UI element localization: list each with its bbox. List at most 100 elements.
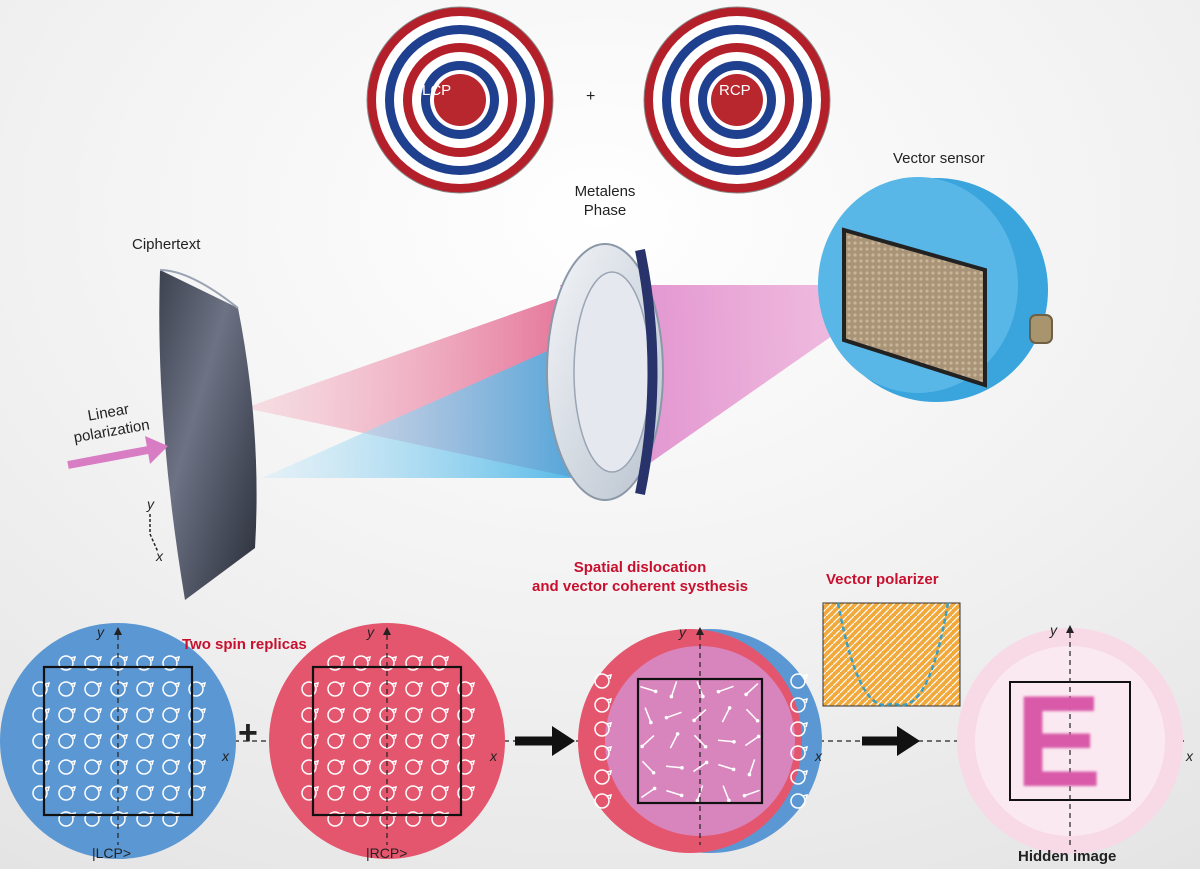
spin-glyph-arrow — [606, 769, 613, 776]
linear-glyph — [718, 763, 734, 771]
linear-glyph — [670, 681, 678, 697]
spin-glyph — [353, 811, 369, 827]
spin-glyph — [431, 759, 447, 775]
lcp-caption: |LCP> — [92, 845, 132, 861]
linear-glyph-tip — [695, 798, 700, 803]
rcp-caption: |RCP> — [366, 845, 408, 861]
spin-glyph-arrow — [148, 707, 155, 714]
metalens-label-line1: Metalens — [574, 183, 636, 200]
spin-glyph — [32, 759, 48, 775]
linear-glyph-tip — [680, 765, 684, 770]
spin-glyph-arrow — [606, 793, 613, 800]
linear-glyph — [666, 789, 682, 797]
spin-glyph — [353, 733, 369, 749]
spin-glyph — [431, 785, 447, 801]
spin-glyph — [58, 759, 74, 775]
rcp-axis-x: x — [490, 748, 497, 764]
linear-polarization-arrow — [67, 446, 149, 469]
spin-glyph — [790, 745, 806, 761]
spin-glyph-arrow — [443, 785, 450, 792]
spin-glyph-arrow — [44, 785, 51, 792]
spin-glyph — [58, 681, 74, 697]
spin-glyph — [431, 811, 447, 827]
linear-glyph-tip — [756, 734, 761, 739]
spin-glyph-arrow — [70, 785, 77, 792]
spin-glyph-arrow — [96, 733, 103, 740]
spin-glyph-arrow — [96, 707, 103, 714]
linear-glyph — [669, 733, 679, 749]
spin-glyph — [162, 785, 178, 801]
spin-glyph-arrow — [417, 655, 424, 662]
linear-glyph — [718, 685, 734, 693]
spin-glyph — [457, 759, 473, 775]
spin-glyph-arrow — [391, 681, 398, 688]
spin-glyph — [162, 733, 178, 749]
ciphertext-axis-y: y — [147, 496, 154, 512]
phase-core — [711, 74, 763, 126]
ciphertext-plate — [159, 269, 257, 600]
spin-glyph — [136, 759, 152, 775]
spin-glyph-arrow — [313, 759, 320, 766]
spin-glyph-arrow — [802, 721, 809, 728]
spin-glyph — [405, 681, 421, 697]
spin-glyph-arrow — [122, 707, 129, 714]
spin-glyph-arrow — [469, 681, 476, 688]
spin-glyph-arrow — [122, 655, 129, 662]
spin-glyph — [405, 655, 421, 671]
spin-glyph — [188, 733, 204, 749]
lcp-axis-y: y — [97, 624, 104, 640]
spin-glyph — [353, 785, 369, 801]
spin-glyph — [327, 785, 343, 801]
spin-glyph — [327, 759, 343, 775]
spin-glyph-arrow — [200, 785, 207, 792]
rcp-replica-disk — [269, 623, 505, 859]
lcp-axis-x: x — [222, 748, 229, 764]
spin-glyph — [301, 785, 317, 801]
spin-glyph-arrow — [174, 759, 181, 766]
linear-glyph — [640, 685, 656, 693]
spin-glyph — [188, 785, 204, 801]
spin-glyph-arrow — [200, 759, 207, 766]
spin-glyph — [594, 769, 610, 785]
spin-glyph-arrow — [391, 759, 398, 766]
spin-glyph — [58, 655, 74, 671]
spin-glyph-arrow — [365, 655, 372, 662]
linear-glyph-tip — [664, 715, 669, 720]
spin-glyph-arrow — [606, 673, 613, 680]
spin-glyph-arrow — [469, 733, 476, 740]
spin-glyph — [84, 655, 100, 671]
spin-glyph — [136, 681, 152, 697]
spin-glyph-arrow — [148, 759, 155, 766]
phase-plate-rim — [366, 6, 554, 194]
synthesized-disk — [578, 627, 822, 853]
spin-glyph-arrow — [339, 785, 346, 792]
spin-glyph-arrow — [443, 655, 450, 662]
vector-polarizer-inset — [822, 602, 961, 707]
spin-glyph-arrow — [96, 759, 103, 766]
linear-glyph — [717, 739, 735, 743]
spin-glyph — [790, 793, 806, 809]
spin-glyph-arrow — [606, 745, 613, 752]
spin-glyph — [188, 759, 204, 775]
linear-glyph-tip — [692, 718, 696, 723]
hidden-image-caption: Hidden image — [1018, 848, 1117, 865]
spin-glyph — [353, 759, 369, 775]
spin-glyph-arrow — [96, 655, 103, 662]
spin-glyph-arrow — [96, 681, 103, 688]
spin-glyph — [84, 759, 100, 775]
spin-glyph — [32, 785, 48, 801]
rcp-disk-fill — [269, 623, 505, 859]
linear-glyph-tip — [727, 706, 732, 710]
spin-glyph — [188, 707, 204, 723]
spin-glyph-arrow — [122, 681, 129, 688]
linear-glyph — [721, 707, 731, 723]
spin-glyph — [594, 721, 610, 737]
spin-glyph — [457, 681, 473, 697]
disk-y-arrowhead — [114, 627, 122, 635]
phase-core — [434, 74, 486, 126]
spin-glyph — [790, 697, 806, 713]
spin-glyph-arrow — [443, 759, 450, 766]
spin-glyph-arrow — [174, 707, 181, 714]
ciphertext-axis-x: x — [156, 548, 163, 564]
